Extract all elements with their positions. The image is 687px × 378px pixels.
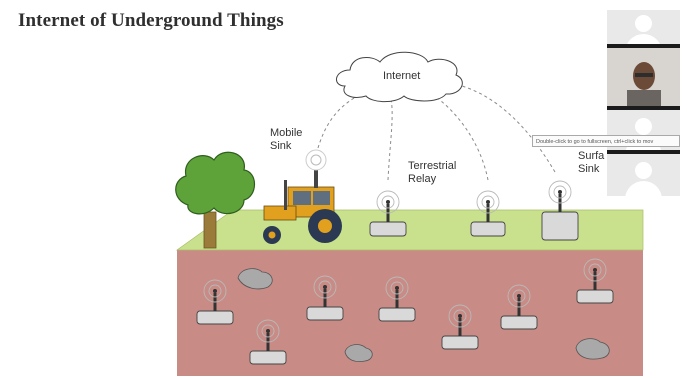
underground-node [249,319,287,365]
video-participant-strip[interactable] [607,10,680,196]
participant-tile[interactable] [607,10,680,44]
terrestrial-relay-label: Terrestrial Relay [408,160,457,185]
tractor-mobile-sink [263,149,342,244]
avatar [625,34,662,44]
rocks [237,268,610,362]
underground-node [500,284,538,330]
internet-label: Internet [383,70,421,82]
surface-nodes [369,180,579,241]
surface-sink-label: Surfa Sink [578,150,605,175]
surface-node [541,180,579,241]
presenter-video [607,48,680,106]
underground-nodes [196,258,614,365]
internet-cloud [336,51,463,103]
underground-node [306,275,344,321]
tree-illustration [175,151,256,249]
avatar [635,118,652,135]
underground-node [441,304,479,350]
presenter-video-tile[interactable] [607,48,680,106]
underground-node [576,258,614,304]
surface-node [369,190,407,237]
video-tooltip: Double-click to go to fullscreen, ctrl+c… [532,135,680,147]
surface-node [470,190,506,237]
mobile-sink-label: Mobile Sink [270,127,303,152]
avatar [635,162,652,179]
avatar [635,15,652,32]
avatar [625,181,662,196]
underground-node [378,276,416,322]
slide-title: Internet of Underground Things [18,10,284,31]
participant-tile[interactable] [607,154,680,196]
underground-node [196,279,234,325]
